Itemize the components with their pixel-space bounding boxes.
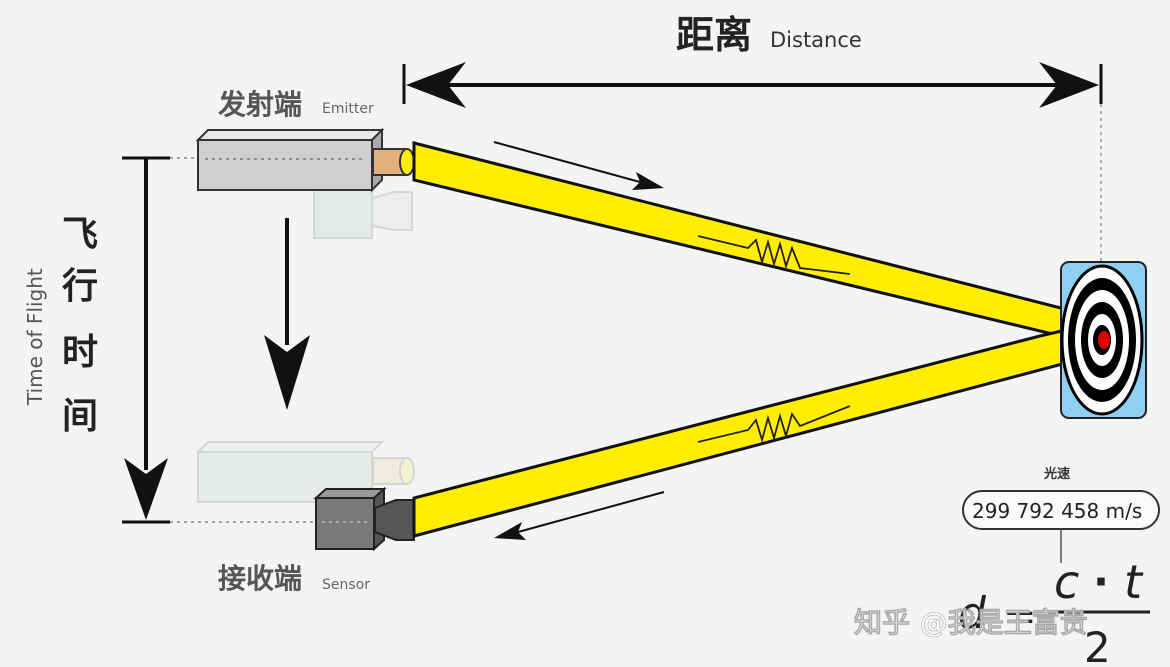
- light-beams: [412, 141, 1103, 540]
- target-center-red: [1098, 331, 1110, 349]
- returning-wave-signal: [697, 405, 851, 444]
- formula-lhs: d: [958, 588, 987, 639]
- sensor-label-en: Sensor: [322, 577, 370, 593]
- sensor-device: 接收端 Sensor: [195, 441, 415, 595]
- formula-equals: =: [1003, 594, 1037, 640]
- distance-arrowhead-right: [1039, 62, 1099, 108]
- emitter-label-cn: 发射端: [217, 88, 302, 121]
- emitter-box-front: [197, 139, 373, 191]
- light-speed-value: 299 792 458 m/s: [972, 499, 1142, 523]
- sensor-label-cn: 接收端: [218, 562, 302, 595]
- distance-dimension: 距离 Distance: [402, 13, 1103, 262]
- light-speed-box: 光速 299 792 458 m/s: [962, 466, 1160, 563]
- watermark: 知乎 @我是王富贵: [854, 606, 1088, 639]
- tof-dimension: Time of Flight 飞 行 时 间: [23, 156, 316, 524]
- emitter-box-top: [195, 129, 385, 141]
- move-down-arrow: [264, 218, 310, 410]
- outgoing-wave-signal: [697, 235, 851, 275]
- formula-denominator: 2: [1084, 623, 1111, 667]
- formula-c: c: [1054, 555, 1079, 609]
- sensor-lens: [374, 499, 415, 541]
- returning-direction-arrow: [517, 491, 665, 533]
- sensor-box-top: [313, 488, 387, 499]
- emitter-ghost-camera: [313, 189, 413, 239]
- distance-label-en: Distance: [770, 28, 862, 52]
- formula: d = c · t 2: [958, 555, 1150, 667]
- distance-arrowhead-left: [406, 62, 466, 108]
- emitter-device: 发射端 Emitter: [195, 88, 415, 239]
- tof-char-2: 行: [62, 266, 98, 307]
- tof-char-3: 时: [62, 332, 98, 373]
- outgoing-direction-arrow: [493, 141, 641, 183]
- light-speed-label: 光速: [1043, 466, 1070, 482]
- formula-t: t: [1124, 555, 1144, 609]
- tof-char-1: 飞: [62, 214, 98, 255]
- distance-label-cn: 距离: [676, 13, 752, 57]
- sensor-box-front: [315, 497, 375, 550]
- sensor-ghost-emitter: [195, 441, 415, 503]
- target: [1060, 261, 1147, 419]
- tof-label-en: Time of Flight: [23, 268, 47, 406]
- tof-arrowhead-down: [124, 458, 168, 520]
- emitter-lens-light: [399, 148, 415, 176]
- emitter-label-en: Emitter: [322, 101, 374, 117]
- tof-char-4: 间: [62, 396, 98, 437]
- formula-dot: ·: [1093, 557, 1109, 606]
